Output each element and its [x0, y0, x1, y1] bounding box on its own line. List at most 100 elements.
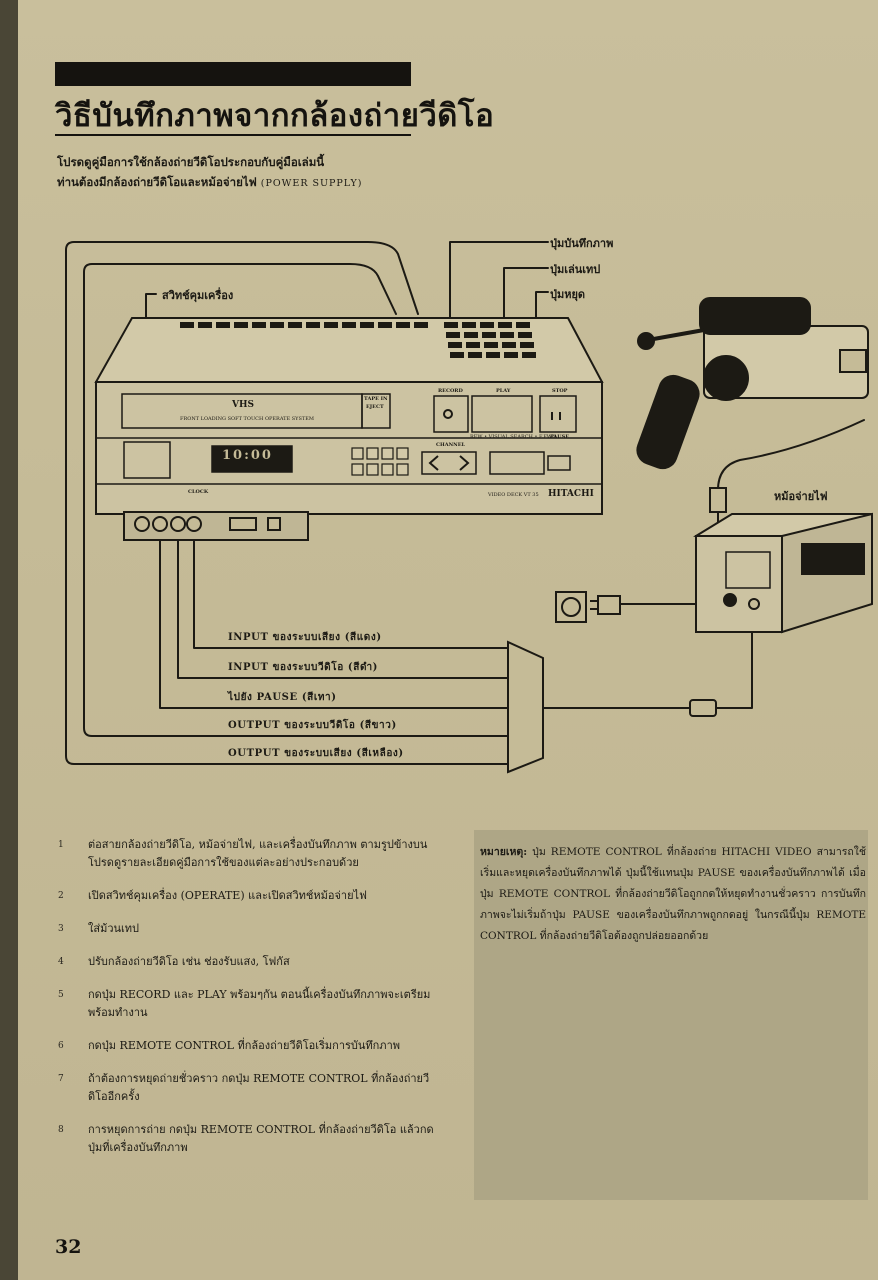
vcr-play-text: PLAY — [496, 388, 511, 394]
conn-video-in-en: INPUT — [228, 662, 269, 673]
label-play-button: ปุ่มเล่นเทป — [550, 263, 601, 276]
tracking-panel — [489, 451, 545, 475]
conn-audio-out-th: ของระบบเสียง (สีเหลือง) — [284, 748, 404, 759]
cable-splitter — [507, 640, 544, 774]
vcr-vhs-logo: VHS — [232, 400, 254, 410]
label-stop-button: ปุ่มหยุด — [550, 288, 586, 301]
vcr-front-loading-text: FRONT LOADING SOFT TOUCH OPERATE SYSTEM — [180, 416, 314, 422]
vcr-model-text: VIDEO DECK VT 35 — [488, 492, 539, 498]
label-operate-switch: สวิทช์คุมเครื่อง — [162, 289, 234, 302]
conn-audio-in-en: INPUT — [228, 632, 269, 643]
step-item: 6 กดปุ่ม REMOTE CONTROL ที่กล้องถ่ายวีดิโ… — [56, 1037, 436, 1055]
cable-video-in — [177, 523, 509, 679]
conn-pause-en: ไปยัง PAUSE — [228, 692, 298, 703]
step-item: 2 เปิดสวิทช์คุมเครื่อง (OPERATE) และเปิดส… — [56, 887, 436, 905]
step-number: 6 — [58, 1041, 64, 1051]
conn-audio-out-en: OUTPUT — [228, 748, 281, 759]
step-number: 3 — [58, 924, 64, 934]
step-item: 5 กดปุ่ม RECORD และ PLAY พร้อมๆกัน ตอนนี้… — [56, 986, 436, 1022]
cable-pause — [159, 523, 509, 709]
video-camera — [636, 297, 869, 470]
step-item: 8 การหยุดการถ่าย กดปุ่ม REMOTE CONTROL ที… — [56, 1121, 436, 1157]
step-item: 1 ต่อสายกล้องถ่ายวีดิโอ, หม้อจ่ายไฟ, และเ… — [56, 836, 436, 872]
intro-line-2: ท่านต้องมีกล้องถ่ายวีดิโอและหม้อจ่ายไฟ (… — [57, 172, 477, 194]
step-text: ถ้าต้องการหยุดถ่ายชั่วคราว กดปุ่ม REMOTE… — [88, 1072, 430, 1103]
step-text: กดปุ่ม REMOTE CONTROL ที่กล้องถ่ายวีดิโอ… — [88, 1039, 400, 1052]
step-item: 4 ปรับกล้องถ่ายวีดิโอ เช่น ช่องรับแสง, โฟ… — [56, 953, 436, 971]
label-record-button: ปุ่มบันทึกภาพ — [550, 237, 614, 250]
conn-label-pause: ไปยัง PAUSE (สีเทา) — [228, 690, 337, 705]
conn-label-video-out: OUTPUT ของระบบวีดิโอ (สีขาว) — [228, 718, 397, 733]
camera-grip — [636, 374, 700, 470]
channel-selector — [421, 451, 477, 475]
power-supply-vents — [801, 543, 865, 575]
step-text: เปิดสวิทช์คุมเครื่อง (OPERATE) และเปิดสว… — [88, 889, 367, 902]
title-bar — [55, 62, 411, 86]
step-number: 2 — [58, 891, 64, 901]
vcr-channel-text: CHANNEL — [436, 442, 466, 448]
conn-pause-th: (สีเทา) — [301, 692, 337, 703]
instruction-steps: 1 ต่อสายกล้องถ่ายวีดิโอ, หม้อจ่ายไฟ, และเ… — [56, 836, 436, 1172]
note-box — [474, 830, 868, 1200]
page-title: วิธีบันทึกภาพจากกล้องถ่ายวีดิโอ — [55, 98, 495, 134]
conn-label-video-in: INPUT ของระบบวีดิโอ (สีดำ) — [228, 660, 378, 675]
intro-line-2-text: ท่านต้องมีกล้องถ่ายวีดิโอและหม้อจ่ายไฟ — [57, 175, 257, 189]
stop-button — [539, 395, 577, 433]
step-text: การหยุดการถ่าย กดปุ่ม REMOTE CONTROL ที่… — [88, 1123, 434, 1154]
step-item: 3 ใส่ม้วนเทป — [56, 920, 436, 938]
vcr-brand-logo: HITACHI — [548, 489, 594, 499]
vcr-clock-readout: 10:00 — [222, 448, 273, 463]
play-button-panel — [471, 395, 533, 433]
conn-label-audio-out: OUTPUT ของระบบเสียง (สีเหลือง) — [228, 746, 404, 761]
conn-video-in-th: ของระบบวีดิโอ (สีดำ) — [272, 662, 378, 673]
vcr-stop-text: STOP — [552, 388, 568, 394]
vcr-eject-text: EJECT — [366, 404, 384, 410]
intro-line-2-english: (POWER SUPPLY) — [260, 178, 363, 189]
step-text: ใส่ม้วนเทป — [88, 922, 140, 935]
conn-audio-in-th: ของระบบเสียง (สีแดง) — [272, 632, 382, 643]
step-number: 1 — [58, 840, 64, 850]
vcr-pause-text: PAUSE — [550, 434, 570, 440]
note-body: ปุ่ม REMOTE CONTROL ที่กล้องถ่าย HITACHI… — [480, 846, 867, 942]
power-supply-front — [695, 535, 783, 633]
intro-line-1: โปรดดูคู่มือการใช้กล้องถ่ายวีดิโอประกอบก… — [57, 155, 325, 169]
power-plug — [590, 595, 621, 615]
diagram-drawing — [65, 241, 873, 774]
step-text: กดปุ่ม RECORD และ PLAY พร้อมๆกัน ตอนนี้เ… — [88, 988, 431, 1019]
label-power-supply: หม้อจ่ายไฟ — [774, 490, 828, 503]
operate-switch-panel — [123, 441, 171, 479]
step-number: 5 — [58, 990, 64, 1000]
connection-diagram: 10:00 VHS FRONT LOADING SOFT TOUCH OPERA… — [65, 237, 873, 774]
power-supply-unit — [693, 487, 873, 634]
cable-outer-loop — [65, 241, 509, 765]
record-button — [433, 395, 469, 433]
note-paragraph: หมายเหตุ: ปุ่ม REMOTE CONTROL ที่กล้องถ่… — [480, 842, 866, 947]
camera-mic — [647, 328, 705, 342]
cable-supply-pause — [715, 619, 753, 709]
camera-lens — [703, 355, 749, 401]
page-number: 32 — [55, 1236, 82, 1258]
rear-jacks — [134, 516, 281, 532]
cable-inner-loop — [83, 263, 509, 737]
number-keys — [351, 447, 409, 476]
clock-display — [211, 445, 293, 473]
step-number: 4 — [58, 957, 64, 967]
vcr-clock-text: CLOCK — [188, 489, 209, 495]
wall-socket — [555, 591, 587, 623]
eject-button — [361, 393, 391, 429]
step-text: ปรับกล้องถ่ายวีดิโอ เช่น ช่องรับแสง, โฟก… — [88, 955, 290, 968]
vcr-rew-fwd-text: REW • VISUAL SEARCH • F.FWD — [470, 434, 556, 440]
conn-video-out-en: OUTPUT — [228, 720, 281, 731]
cable-audio-in — [193, 523, 509, 649]
cable-camera — [717, 419, 865, 541]
step-text: ต่อสายกล้องถ่ายวีดิโอ, หม้อจ่ายไฟ, และเค… — [88, 838, 428, 869]
title-underline — [55, 134, 411, 136]
conn-video-out-th: ของระบบวีดิโอ (สีขาว) — [284, 720, 397, 731]
step-number: 8 — [58, 1125, 64, 1135]
vcr-front-panel — [95, 381, 603, 515]
note-lead: หมายเหตุ: — [480, 846, 528, 858]
conn-label-audio-in: INPUT ของระบบเสียง (สีแดง) — [228, 630, 382, 645]
pause-plug — [689, 699, 717, 717]
vcr-record-text: RECORD — [438, 388, 463, 394]
